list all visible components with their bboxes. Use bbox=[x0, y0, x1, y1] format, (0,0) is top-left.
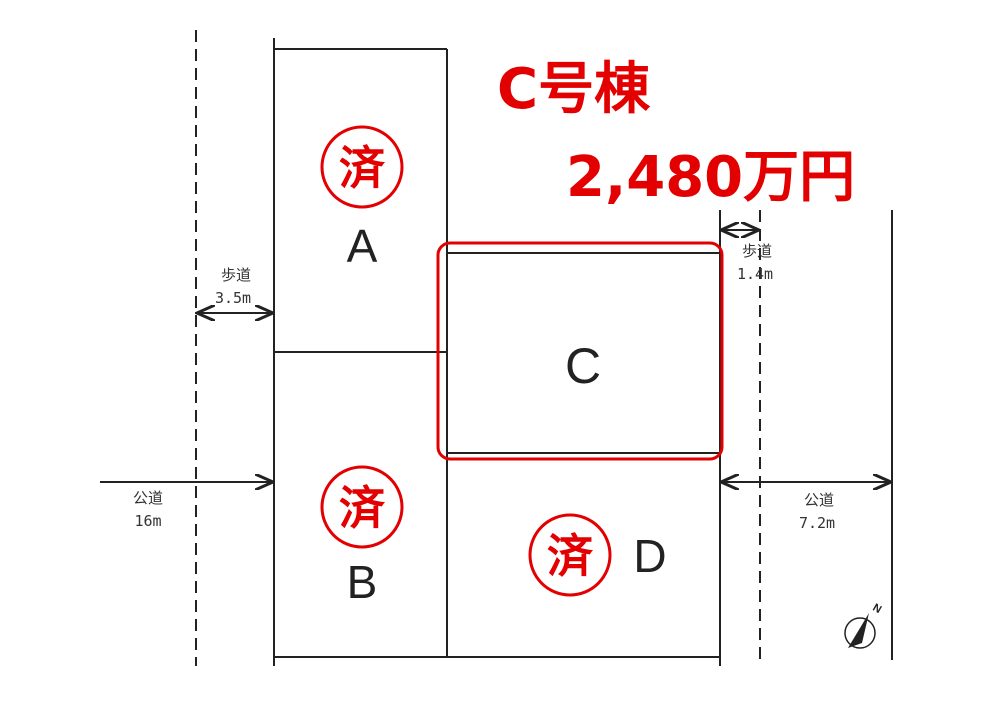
sold-stamp-a: 済 bbox=[320, 125, 404, 209]
lot-d-label: D bbox=[633, 530, 666, 582]
right-road-width: 7.2m bbox=[799, 514, 835, 532]
svg-text:済: 済 bbox=[339, 481, 386, 535]
lot-c-highlight bbox=[436, 241, 724, 461]
right-sidewalk-width: 1.4m bbox=[737, 265, 773, 283]
svg-text:済: 済 bbox=[547, 529, 594, 583]
price: 2,480万円 bbox=[566, 145, 855, 210]
sold-stamp-d: 済 bbox=[528, 513, 612, 597]
left-road-width: 16m bbox=[134, 512, 161, 530]
lot-lines bbox=[274, 48, 720, 658]
right-sidewalk-name: 歩道 bbox=[742, 242, 772, 260]
building-title: C号棟 bbox=[497, 57, 651, 122]
lot-a-label: A bbox=[347, 220, 378, 272]
lot-c-label: C bbox=[565, 338, 601, 394]
left-sidewalk-width: 3.5m bbox=[215, 289, 251, 307]
left-road-name: 公道 bbox=[133, 489, 163, 507]
left-sidewalk-name: 歩道 bbox=[221, 266, 251, 284]
sold-stamp-b: 済 bbox=[320, 465, 404, 549]
svg-text:N: N bbox=[871, 602, 884, 616]
right-road-name: 公道 bbox=[804, 491, 834, 509]
svg-text:済: 済 bbox=[339, 141, 386, 195]
lot-b-label: B bbox=[347, 556, 378, 608]
north-arrow-icon: N bbox=[844, 602, 884, 649]
